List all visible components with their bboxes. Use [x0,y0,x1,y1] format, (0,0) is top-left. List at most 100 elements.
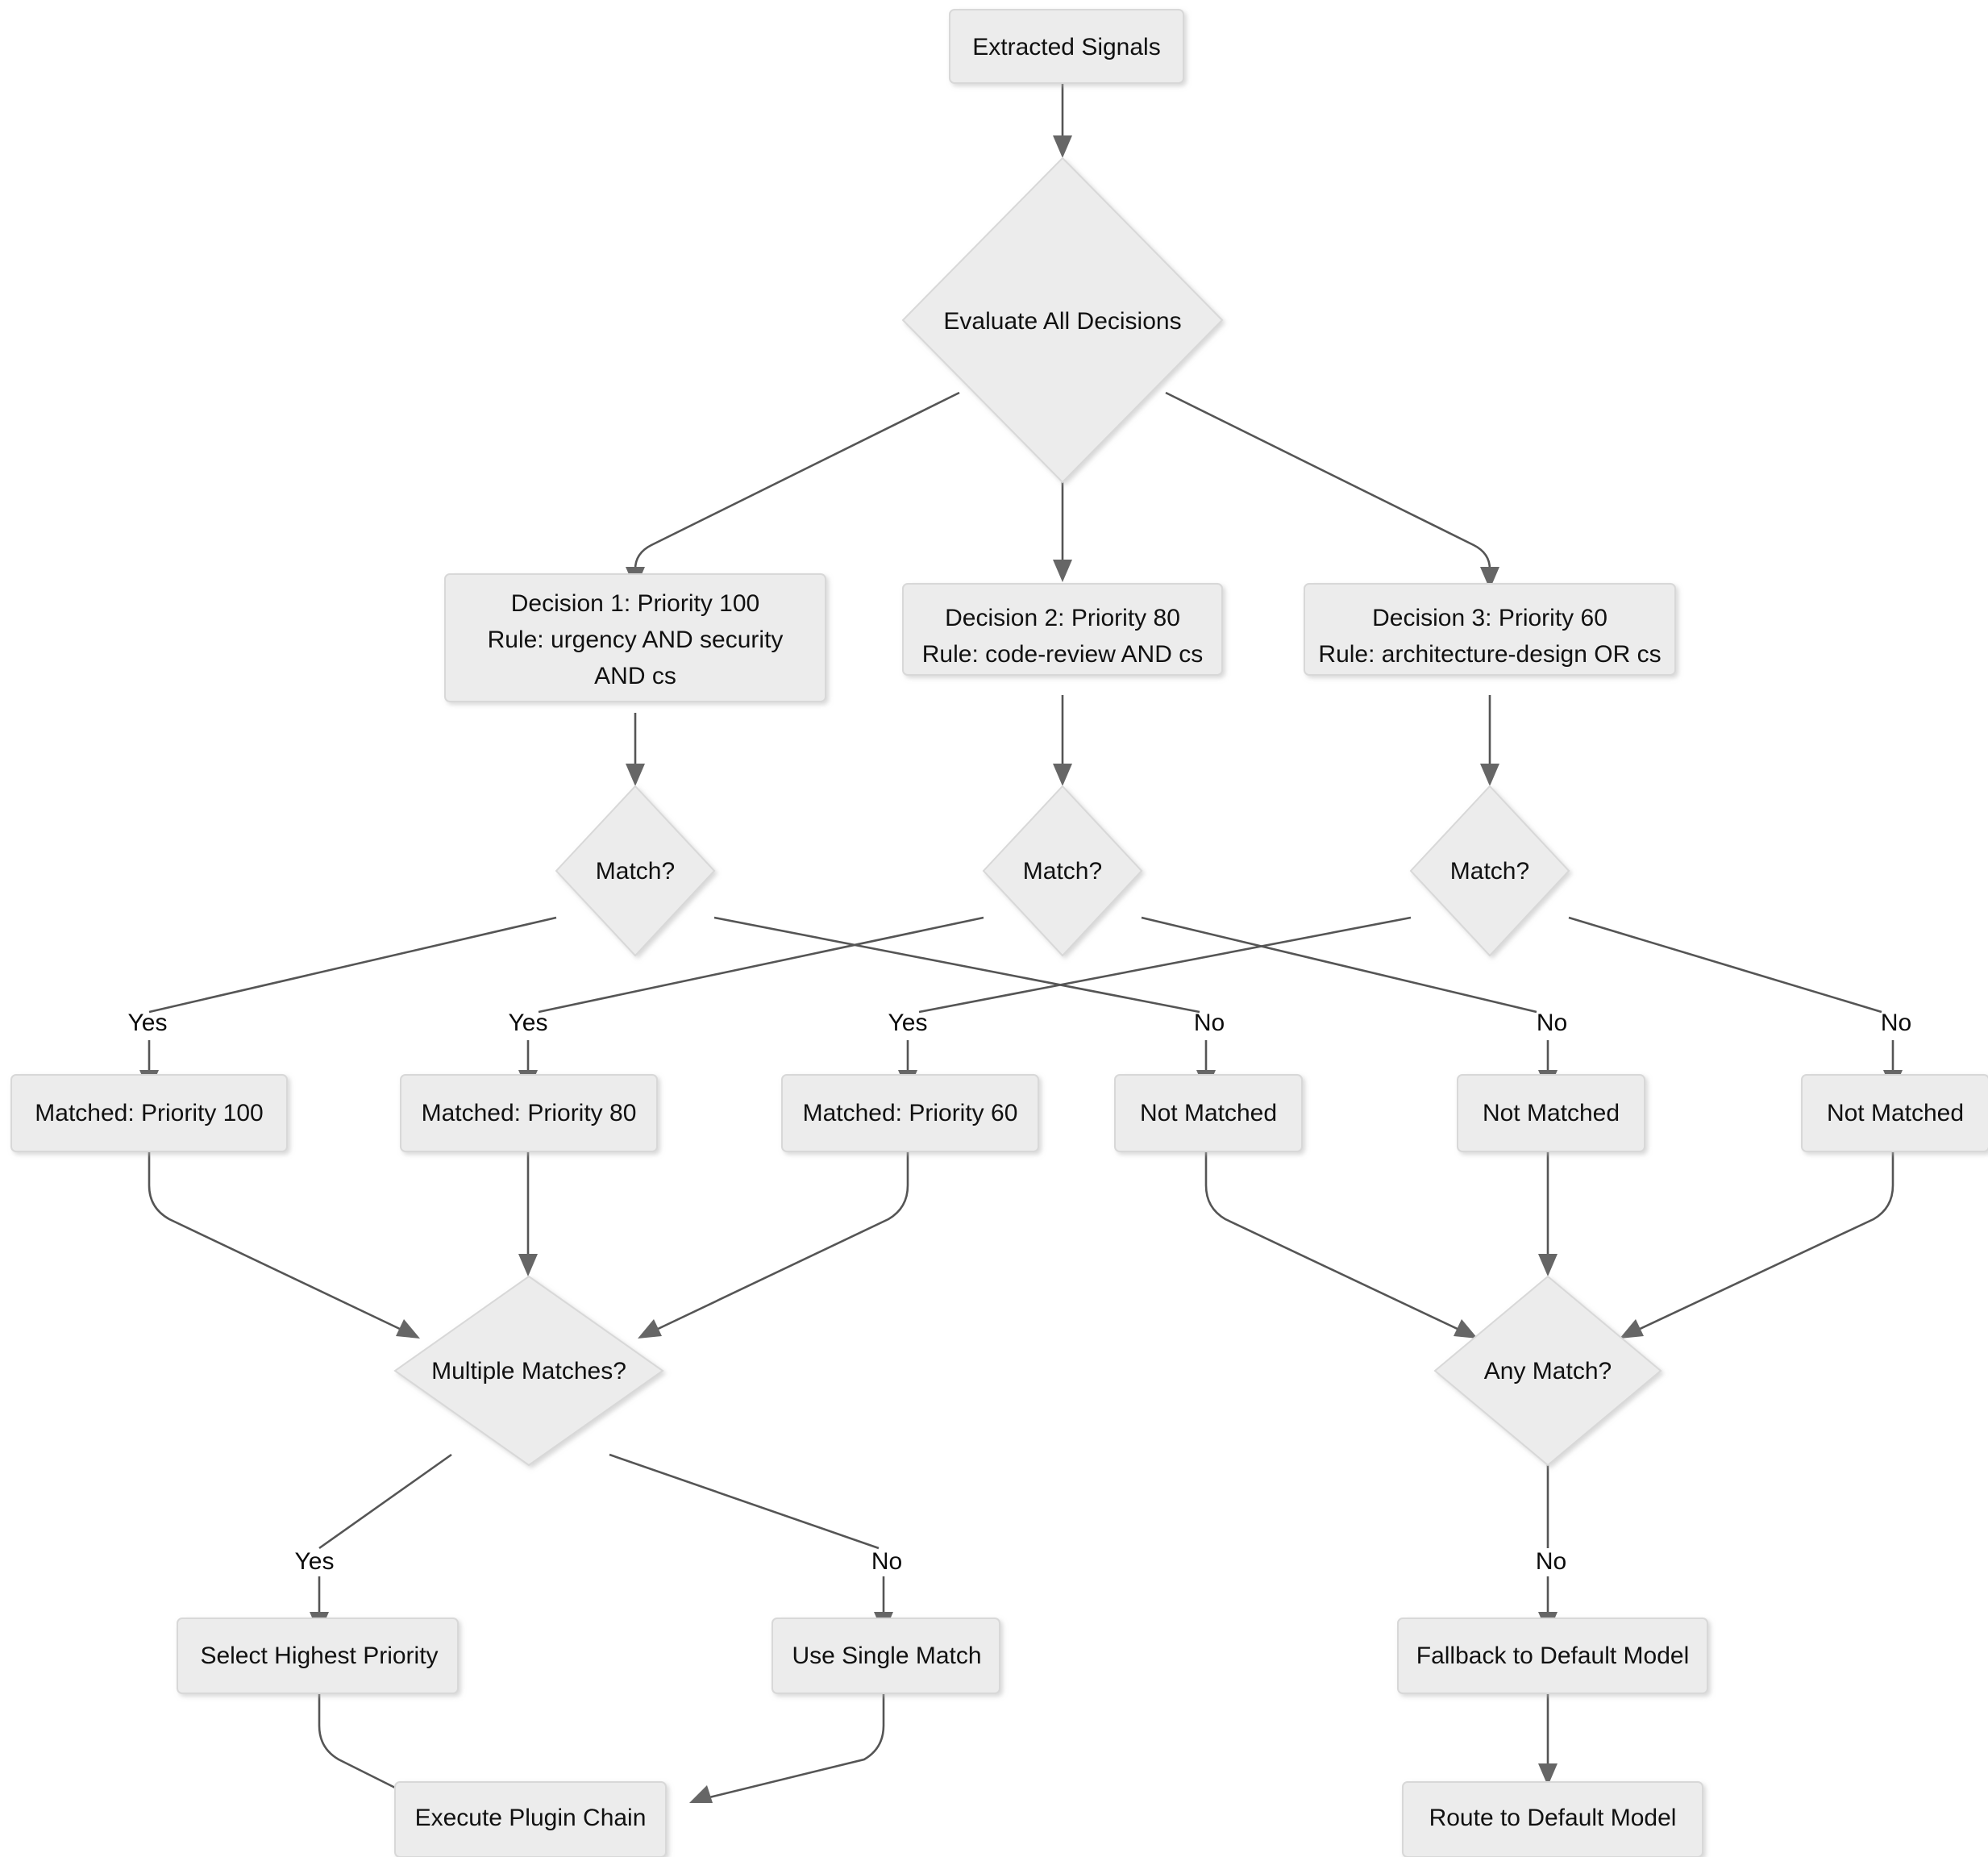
edge-matched60-to-multiple [654,1151,909,1332]
match-2-diamond[interactable] [982,785,1143,957]
node-any-match[interactable]: Any Match? [1433,1275,1662,1467]
edge-match1-yes [148,916,557,1014]
not-matched-1-label: Not Matched [1140,1100,1277,1126]
matched-60-label: Matched: Priority 60 [803,1100,1018,1126]
edge-label-match3-yes: Yes [888,1010,928,1036]
use-single-match-label: Use Single Match [792,1643,981,1669]
node-not-matched-3[interactable]: Not Matched [1801,1074,1988,1152]
not-matched-2-label: Not Matched [1483,1100,1620,1126]
edge-notmatched1-to-anymatch [1204,1151,1462,1332]
node-not-matched-1[interactable]: Not Matched [1114,1074,1303,1152]
edge-label-match3-no: No [1881,1010,1911,1036]
use-single-match-box[interactable] [771,1618,1000,1694]
decision-1-line-1: Decision 1: Priority 100 [511,590,759,617]
decision-2-box[interactable] [902,583,1223,676]
node-matched-80[interactable]: Matched: Priority 80 [400,1074,658,1152]
node-multiple-matches[interactable]: Multiple Matches? [393,1275,664,1467]
arrowhead-notmatched3-to-anymatch [1620,1319,1644,1339]
evaluate-all-decisions-label: Evaluate All Decisions [943,308,1181,335]
matched-80-label: Matched: Priority 80 [422,1100,637,1126]
node-use-single-match[interactable]: Use Single Match [771,1618,1000,1694]
multiple-matches-diamond[interactable] [393,1275,664,1467]
not-matched-3-box[interactable] [1801,1074,1988,1152]
match-1-label: Match? [596,858,675,885]
arrowhead-evaluate-to-decision3 [1480,567,1499,589]
node-route-default-model[interactable]: Route to Default Model [1402,1781,1703,1857]
matched-60-box[interactable] [781,1074,1039,1152]
node-matched-100[interactable]: Matched: Priority 100 [10,1074,288,1152]
execute-plugin-chain-box[interactable] [394,1781,667,1857]
decision-1-line-3: AND cs [594,663,676,689]
edge-label-match1-yes: Yes [128,1010,168,1036]
match-3-diamond[interactable] [1409,785,1570,957]
node-decision-1[interactable]: Decision 1: Priority 100 Rule: urgency A… [444,573,826,702]
decision-1-box[interactable] [444,573,826,702]
evaluate-all-decisions-diamond[interactable] [901,156,1224,484]
node-extracted-signals[interactable]: Extracted Signals [949,9,1184,84]
edge-label-multiple-yes: Yes [295,1548,335,1575]
decision-3-line-2: Rule: architecture-design OR cs [1318,641,1661,668]
extracted-signals-label: Extracted Signals [972,34,1160,60]
arrowhead-matched80-to-multiple [518,1254,538,1276]
arrowhead-decision2-to-match2 [1053,764,1072,786]
arrowhead-decision3-to-match3 [1480,764,1499,786]
fallback-default-model-box[interactable] [1397,1618,1708,1694]
node-decision-2[interactable]: Decision 2: Priority 80 Rule: code-revie… [902,583,1223,676]
any-match-label: Any Match? [1484,1358,1612,1384]
execute-plugin-chain-label: Execute Plugin Chain [415,1805,647,1831]
not-matched-1-box[interactable] [1114,1074,1303,1152]
node-evaluate-all-decisions[interactable]: Evaluate All Decisions [901,156,1224,484]
arrowhead-signals-to-evaluate [1053,135,1072,158]
select-highest-priority-box[interactable] [177,1618,459,1694]
arrowhead-notmatched1-to-anymatch [1454,1319,1478,1339]
edge-match2-no [1141,916,1537,1014]
arrowhead-matched60-to-multiple [638,1319,662,1339]
decision-2-line-2: Rule: code-review AND cs [922,641,1203,668]
edge-multiple-yes [318,1453,452,1550]
route-default-model-label: Route to Default Model [1429,1805,1677,1831]
edge-selecthighest-to-execute [318,1693,404,1793]
edge-multiple-no [609,1453,880,1550]
arrowhead-matched100-to-multiple [396,1319,420,1339]
match-3-label: Match? [1450,858,1529,885]
arrowhead-evaluate-to-decision2 [1053,560,1072,582]
arrowhead-decision1-to-match1 [626,764,645,786]
edge-evaluate-to-decision3 [1165,391,1491,573]
node-decision-3[interactable]: Decision 3: Priority 60 Rule: architectu… [1304,583,1676,676]
node-execute-plugin-chain[interactable]: Execute Plugin Chain [394,1781,667,1857]
edge-match2-yes [538,916,984,1014]
node-layer: Extracted Signals Evaluate All Decisions… [10,9,1988,1857]
decision-3-box[interactable] [1304,583,1676,676]
arrowhead-usesingle-to-execute [689,1785,713,1803]
node-match-3[interactable]: Match? [1409,785,1570,957]
node-match-2[interactable]: Match? [982,785,1143,957]
edge-usesingle-to-execute [705,1693,885,1800]
match-1-diamond[interactable] [555,785,716,957]
node-fallback-default-model[interactable]: Fallback to Default Model [1397,1618,1708,1694]
node-matched-60[interactable]: Matched: Priority 60 [781,1074,1039,1152]
edge-label-multiple-no: No [871,1548,902,1575]
match-2-label: Match? [1023,858,1102,885]
edge-label-anymatch-no: No [1536,1548,1566,1575]
extracted-signals-box[interactable] [949,9,1184,84]
matched-100-box[interactable] [10,1074,288,1152]
node-select-highest-priority[interactable]: Select Highest Priority [177,1618,459,1694]
multiple-matches-label: Multiple Matches? [431,1358,626,1384]
edge-match3-no [1568,916,1882,1014]
decision-2-line-1: Decision 2: Priority 80 [945,605,1180,631]
edge-label-match1-no: No [1194,1010,1225,1036]
node-not-matched-2[interactable]: Not Matched [1457,1074,1645,1152]
not-matched-2-box[interactable] [1457,1074,1645,1152]
any-match-diamond[interactable] [1433,1275,1662,1467]
not-matched-3-label: Not Matched [1827,1100,1964,1126]
fallback-default-model-label: Fallback to Default Model [1416,1643,1690,1669]
decision-1-line-2: Rule: urgency AND security [488,627,784,653]
decision-3-line-1: Decision 3: Priority 60 [1372,605,1607,631]
edge-matched100-to-multiple [148,1151,404,1332]
matched-80-box[interactable] [400,1074,658,1152]
edge-label-layer: Yes Yes Yes No No No Yes No No [128,1010,1912,1575]
node-match-1[interactable]: Match? [555,785,716,957]
select-highest-priority-label: Select Highest Priority [200,1643,438,1669]
route-default-model-box[interactable] [1402,1781,1703,1857]
